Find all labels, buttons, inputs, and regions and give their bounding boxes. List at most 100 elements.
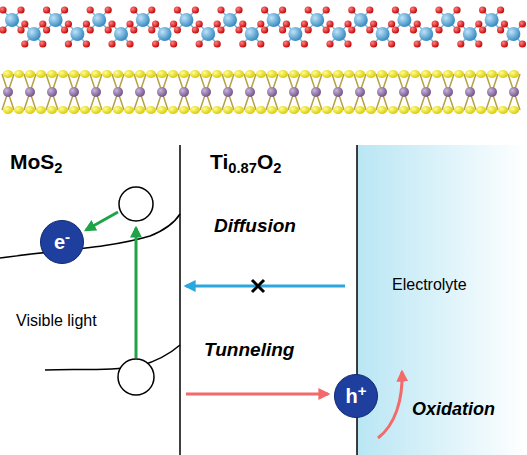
s-atom	[179, 70, 189, 78]
o-atom	[0, 6, 7, 13]
s-atom	[234, 70, 244, 78]
o-atom	[435, 26, 442, 33]
mo-atom	[179, 87, 189, 97]
bond	[461, 24, 479, 44]
bond	[3, 10, 21, 30]
mo-atom	[267, 87, 277, 97]
o-atom	[43, 26, 50, 33]
s-atom	[25, 106, 35, 114]
o-atom	[326, 20, 333, 27]
s-atom	[509, 70, 519, 78]
light-label: Visible light	[16, 312, 97, 330]
hole-circle: h+	[334, 374, 378, 418]
bond	[308, 10, 326, 30]
o-atom	[323, 6, 330, 13]
ti-atom	[92, 13, 106, 27]
s-atom	[223, 106, 233, 114]
bond	[286, 24, 304, 44]
mo-atom	[157, 87, 167, 97]
s-atom	[47, 70, 57, 78]
region-label: Electrolyte	[392, 276, 467, 294]
mo-atom	[201, 87, 211, 97]
valence-band	[45, 345, 180, 370]
o-atom	[501, 40, 508, 47]
o-atom	[261, 6, 268, 13]
o-atom	[305, 26, 312, 33]
bond	[200, 74, 212, 110]
mo-atom	[113, 87, 123, 97]
s-atom	[421, 70, 431, 78]
o-atom	[105, 26, 112, 33]
o-atom	[388, 20, 395, 27]
ti-atom	[441, 13, 455, 27]
mo-atom	[333, 87, 343, 97]
s-atom	[124, 106, 134, 114]
o-atom	[261, 26, 268, 33]
s-atom	[377, 106, 387, 114]
s-atom	[201, 70, 211, 78]
o-atom	[279, 6, 286, 13]
o-atom	[239, 40, 246, 47]
bond	[199, 24, 217, 44]
ti-atom	[49, 13, 63, 27]
electrolyte-region	[357, 145, 527, 455]
ti-atom	[223, 13, 237, 27]
bond	[178, 74, 190, 110]
s-atom	[498, 70, 508, 78]
charge-symbol: e-	[54, 232, 70, 252]
s-atom	[102, 106, 112, 114]
o-atom	[239, 20, 246, 27]
o-atom	[39, 20, 46, 27]
s-atom	[344, 106, 354, 114]
s-atom	[388, 106, 398, 114]
material-label: MoS2	[10, 150, 63, 173]
ti-atom	[397, 13, 411, 27]
mo-atom	[311, 87, 321, 97]
bond	[420, 74, 432, 110]
o-atom	[196, 20, 203, 27]
crystal-structure	[0, 6, 526, 114]
o-atom	[217, 26, 224, 33]
ti-atom	[463, 27, 477, 41]
mo-atom	[135, 87, 145, 97]
s-atom	[465, 70, 475, 78]
o-atom	[475, 20, 482, 27]
o-atom	[65, 20, 72, 27]
s-atom	[311, 70, 321, 78]
bond	[222, 74, 234, 110]
mo-atom	[487, 87, 497, 97]
mo-atom	[289, 87, 299, 97]
o-atom	[130, 6, 137, 13]
s-atom	[234, 106, 244, 114]
s-atom	[245, 106, 255, 114]
o-atom	[17, 26, 24, 33]
s-atom	[91, 70, 101, 78]
mo-atom	[465, 87, 475, 97]
o-atom	[235, 26, 242, 33]
s-atom	[366, 106, 376, 114]
s-atom	[278, 106, 288, 114]
bond	[134, 74, 146, 110]
s-atom	[36, 70, 46, 78]
o-atom	[21, 40, 28, 47]
bond	[24, 74, 36, 110]
bond	[112, 74, 124, 110]
ti-atom	[179, 13, 193, 27]
s-atom	[465, 106, 475, 114]
bond	[156, 74, 168, 110]
s-atom	[399, 106, 409, 114]
o-atom	[370, 20, 377, 27]
s-atom	[410, 70, 420, 78]
ti-atom	[136, 13, 150, 27]
electron-circle: e-	[40, 220, 84, 264]
s-atom	[256, 70, 266, 78]
o-atom	[283, 40, 290, 47]
o-atom	[105, 6, 112, 13]
mo-atom	[3, 87, 13, 97]
s-atom	[476, 106, 486, 114]
s-atom	[157, 106, 167, 114]
o-atom	[305, 6, 312, 13]
s-atom	[212, 106, 222, 114]
o-atom	[0, 26, 7, 33]
mo-atom	[223, 87, 233, 97]
